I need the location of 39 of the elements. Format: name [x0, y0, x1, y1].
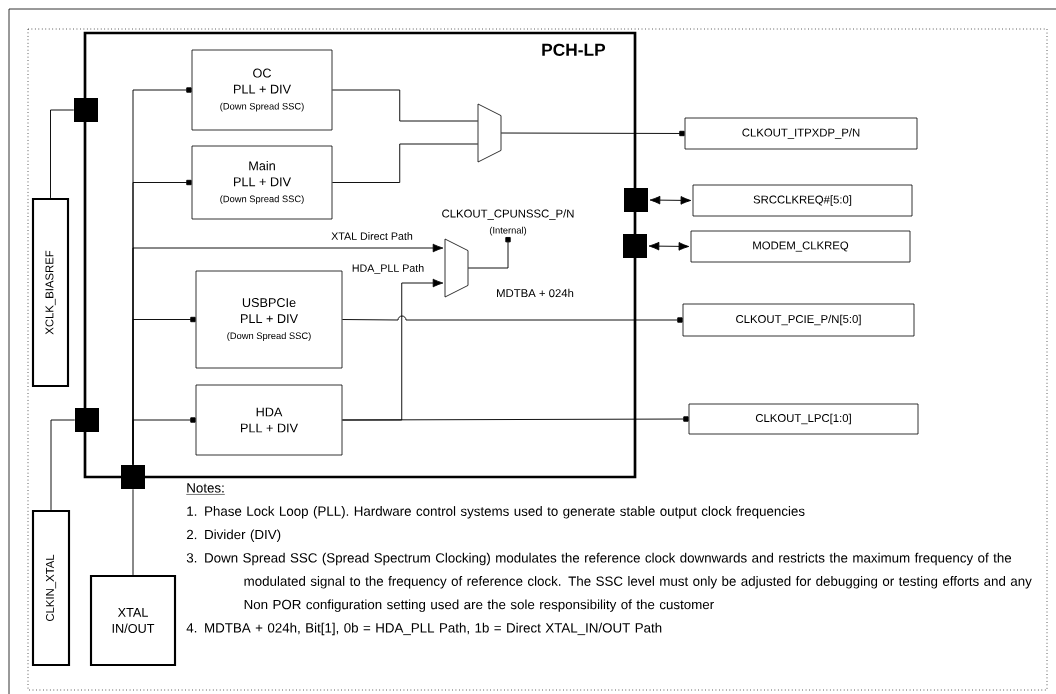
signal-box: CLKOUT_PCIE_P/N[5:0] — [682, 303, 915, 337]
connector-line — [331, 89, 479, 122]
pin-pad — [624, 188, 648, 212]
pll-block: OC PLL + DIV (Down Spread SSC) — [191, 49, 333, 131]
connector-line — [341, 315, 683, 323]
signal-box: MODEM_CLKREQ — [690, 230, 911, 263]
pin-pad — [74, 98, 98, 122]
connector-line — [649, 195, 692, 205]
signal-label: CLKOUT_CPUNSSC_P/N (Internal) — [442, 209, 574, 236]
signal-box: CLKOUT_ITPXDP_P/N — [684, 117, 918, 150]
signal-box: CLKIN_XTAL — [31, 509, 71, 667]
notes-heading: Notes: — [186, 483, 226, 495]
signal-box: SRCCLKREQ#[5:0] — [692, 184, 913, 217]
connector-line — [132, 417, 196, 466]
pll-block: HDA PLL + DIV — [195, 384, 343, 456]
pll-block: Main PLL + DIV (Down Spread SSC) — [191, 145, 333, 220]
edge-label: HDA_PLL Path — [350, 262, 426, 276]
connector-line — [341, 278, 444, 421]
connector-line — [500, 130, 685, 137]
signal-box: XCLK_BIASREF — [31, 197, 70, 388]
connector-line — [50, 109, 75, 199]
note-text: 2. Divider (DIV) — [186, 529, 281, 542]
connector-line — [331, 143, 479, 183]
pll-block: USBPCIe PLL + DIV (Down Spread SSC) — [195, 270, 343, 369]
crystal-box: XTAL IN/OUT — [89, 574, 177, 667]
connector-line — [50, 419, 76, 511]
pin-pad — [75, 408, 99, 432]
connector-line — [132, 488, 134, 576]
connector-line — [648, 241, 690, 251]
connector-line — [467, 237, 511, 269]
pin-pad — [121, 465, 145, 489]
multiplexer-symbol — [477, 103, 502, 163]
pin-pad — [623, 234, 647, 258]
edge-label: XTAL Direct Path — [329, 230, 415, 242]
multiplexer-symbol — [444, 238, 469, 298]
note-text: 1. Phase Lock Loop (PLL). Hardware control systems used to generate stable output clock frequencies — [187, 506, 805, 519]
signal-box: CLKOUT_LPC[1:0] — [688, 403, 919, 435]
note-text: 3. Down Spread SSC (Spread Spectrum Clocking) modulates the reference clock downwards and restricts the maximum frequency of the modulated signal to the frequency of reference clock. The SSC level must only be adjusted for debugging or testing efforts and any Non POR configuration setting used are the sole responsibility of the customer — [186, 552, 1032, 612]
register-label: MDTBA + 024h — [497, 288, 574, 298]
